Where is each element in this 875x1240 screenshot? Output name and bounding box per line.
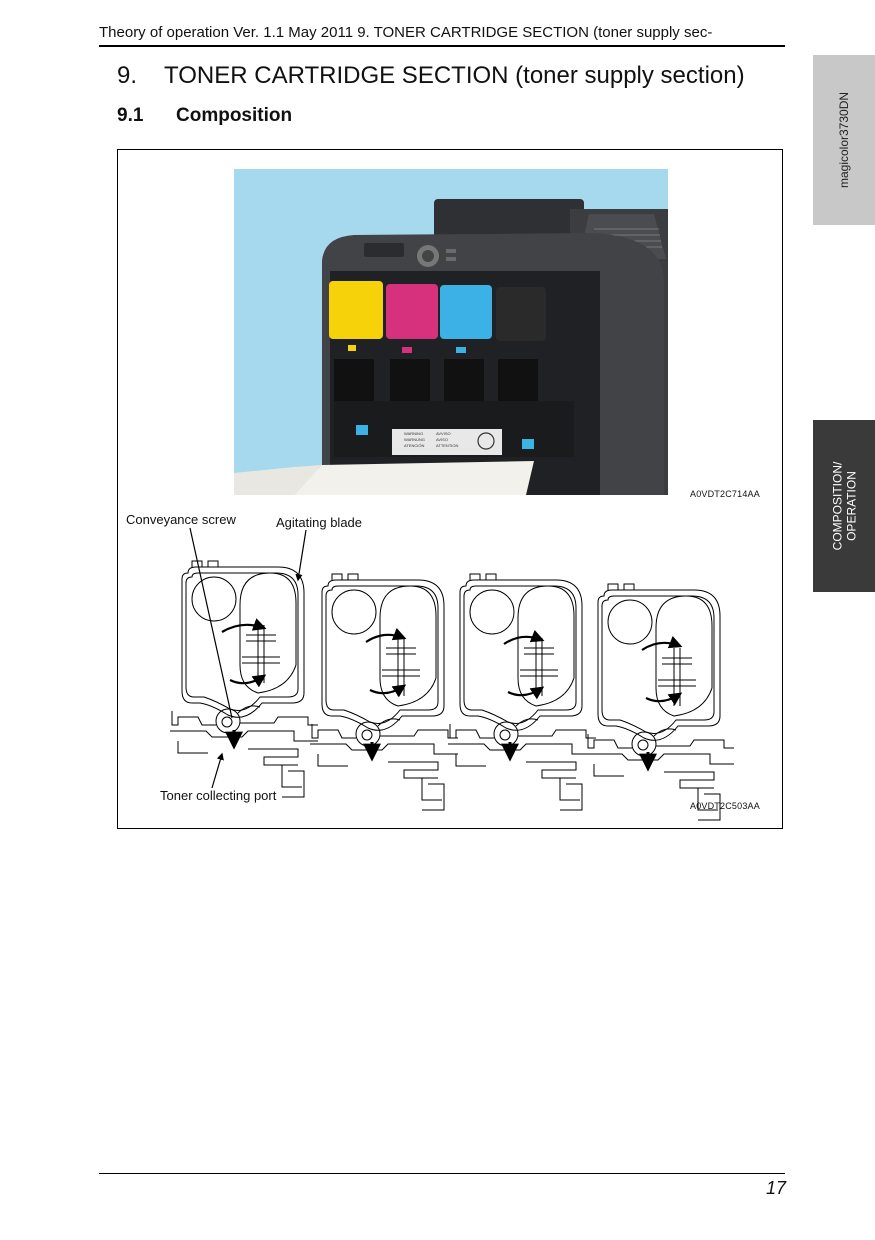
conveyance-screw-label: Conveyance screw [126, 512, 236, 527]
photo-warning-text-1: WARNING [404, 431, 423, 436]
toner-collecting-port-label: Toner collecting port [160, 788, 277, 803]
footer-rule [99, 1173, 785, 1174]
warning-symbol-icon [477, 432, 495, 450]
cyan-toner-cartridge [440, 285, 492, 339]
section-tab-line2: OPERATION [844, 471, 859, 541]
agitating-blade-leader [295, 529, 307, 582]
photo-warning-text-2: WARNUNG [404, 437, 425, 442]
black-toner-cartridge [496, 287, 546, 341]
subsection-title: 9.1 Composition [117, 105, 292, 127]
subsection-title-text: Composition [176, 105, 293, 126]
diagram-figure-code: A0VDT2C503AA [690, 801, 760, 811]
toner-supply-diagram [169, 527, 735, 821]
photo-warning-text-6: ATTENTION [436, 443, 458, 448]
section-tab-line1: COMPOSITION/ [830, 461, 845, 551]
running-header: Theory of operation Ver. 1.1 May 2011 9.… [99, 24, 713, 41]
section-side-tab[interactable]: COMPOSITION/ OPERATION [813, 420, 875, 592]
photo-warning-text-3: ATENCIÓN [404, 443, 424, 448]
photo-warning-text-4: AVVISO [436, 431, 451, 436]
conveyance-screw-leader [189, 527, 233, 719]
section-number: 9. [117, 62, 138, 89]
subsection-number: 9.1 [117, 105, 144, 126]
page-number: 17 [765, 1178, 786, 1198]
header-rule [99, 45, 785, 47]
yellow-toner-cartridge [329, 281, 383, 339]
model-side-tab[interactable]: magicolor3730DN [813, 55, 875, 225]
figure-frame: WARNING WARNUNG ATENCIÓN AVVISO AVISO AT… [117, 149, 783, 829]
printer-photo: WARNING WARNUNG ATENCIÓN AVVISO AVISO AT… [234, 169, 668, 495]
agitating-blade-label: Agitating blade [276, 515, 363, 530]
section-tab-label: COMPOSITION/ OPERATION [830, 462, 858, 551]
photo-figure-code: A0VDT2C714AA [690, 489, 760, 499]
photo-warning-text-5: AVISO [436, 437, 448, 442]
toner-port-leader [211, 752, 224, 789]
section-title: 9. TONER CARTRIDGE SECTION (toner supply … [117, 62, 745, 90]
magenta-toner-cartridge [386, 284, 438, 339]
section-title-text: TONER CARTRIDGE SECTION (toner supply se… [164, 62, 745, 89]
model-tab-label: magicolor3730DN [837, 91, 852, 189]
